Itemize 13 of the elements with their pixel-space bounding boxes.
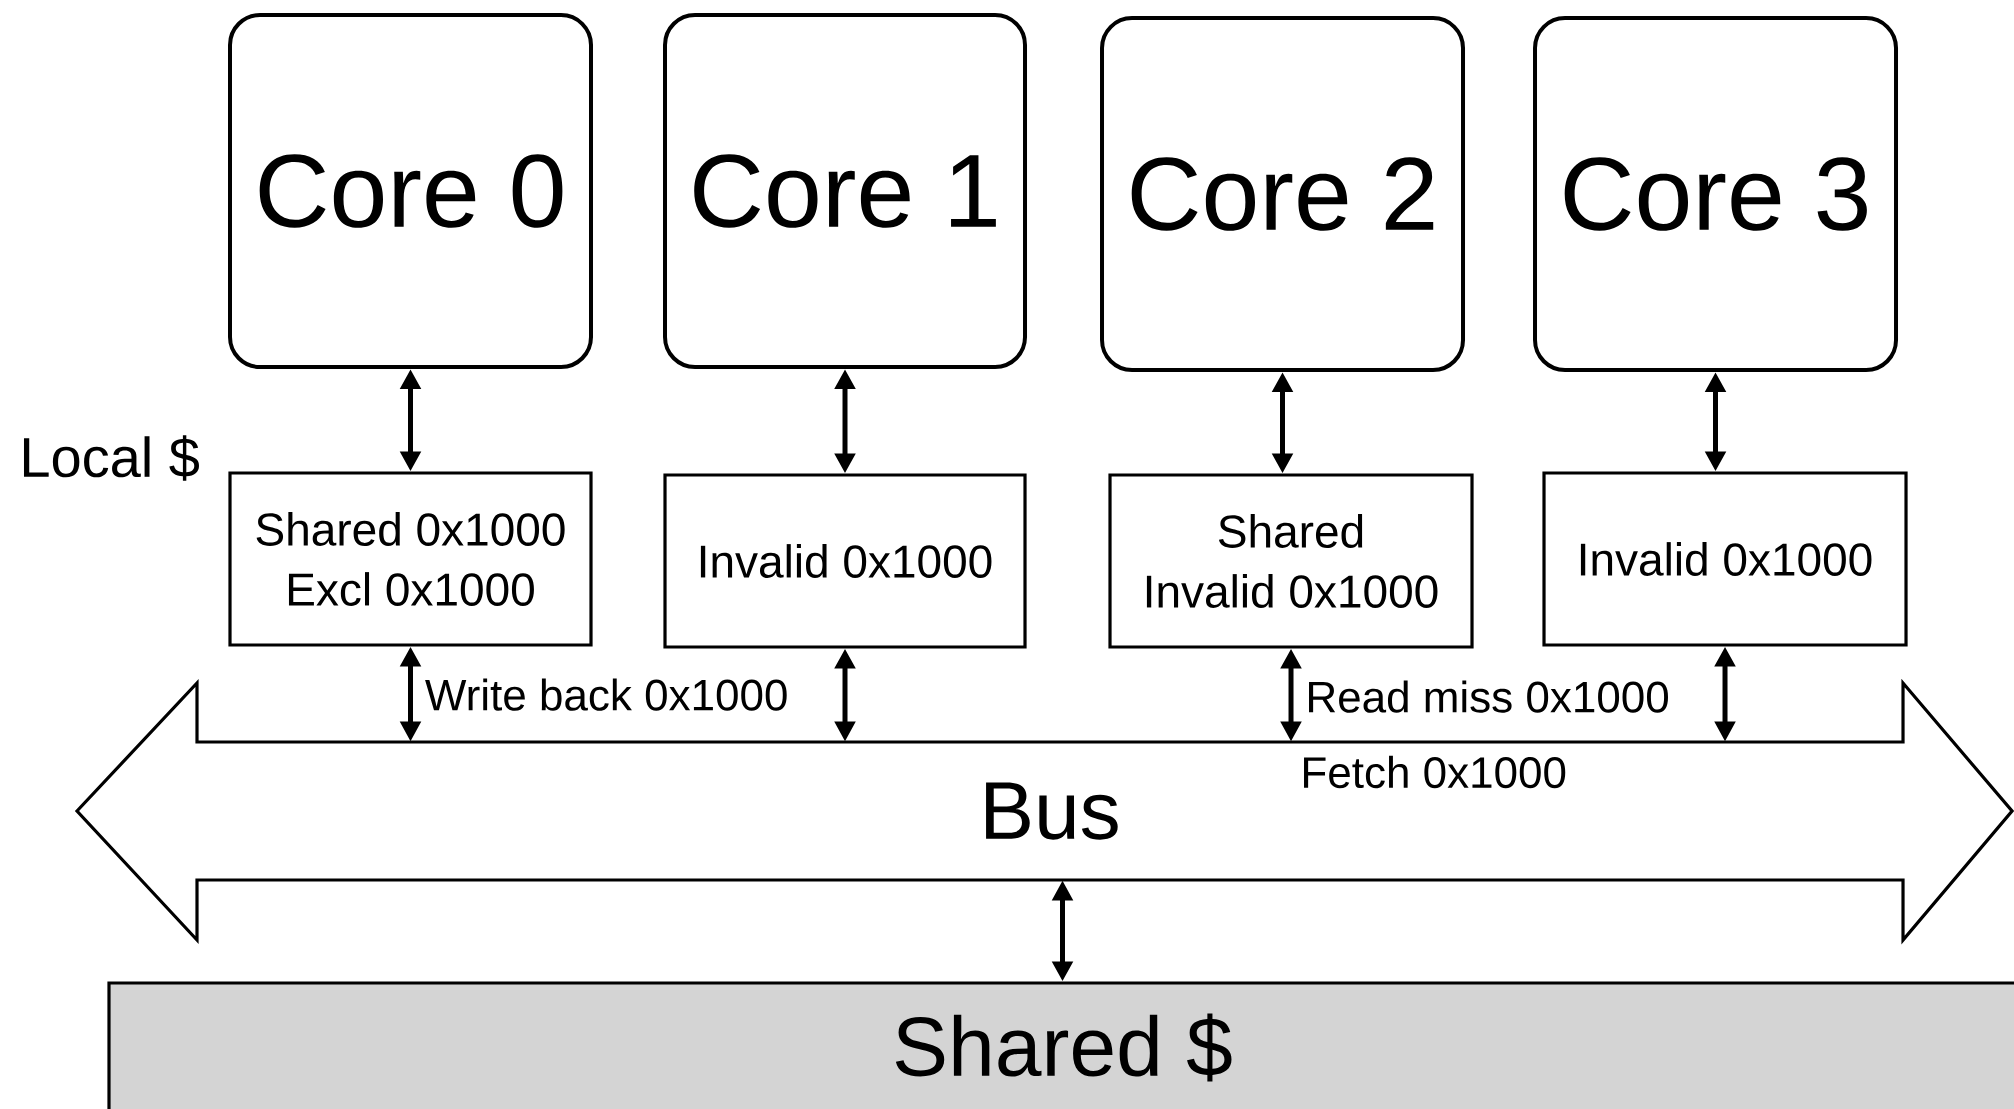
shared-cache-box: Shared $ [107, 981, 2014, 1109]
core-box: Core 1 [663, 13, 1027, 369]
cache-box: Invalid 0x1000 [1542, 471, 1908, 647]
core-box: Core 3 [1533, 16, 1898, 372]
edge-label: Write back 0x1000 [425, 678, 787, 711]
core-box: Core 0 [228, 13, 593, 369]
cache-box: Shared 0x1000 Excl 0x1000 [228, 471, 593, 647]
text-label: Local $ [24, 435, 199, 481]
cache-box: Invalid 0x1000 [663, 473, 1027, 649]
core-box: Core 2 [1100, 16, 1465, 372]
text-label: Fetch 0x1000 [1304, 755, 1566, 789]
cache-box: Shared Invalid 0x1000 [1108, 473, 1474, 649]
edge-label: Read miss 0x1000 [1309, 680, 1668, 713]
